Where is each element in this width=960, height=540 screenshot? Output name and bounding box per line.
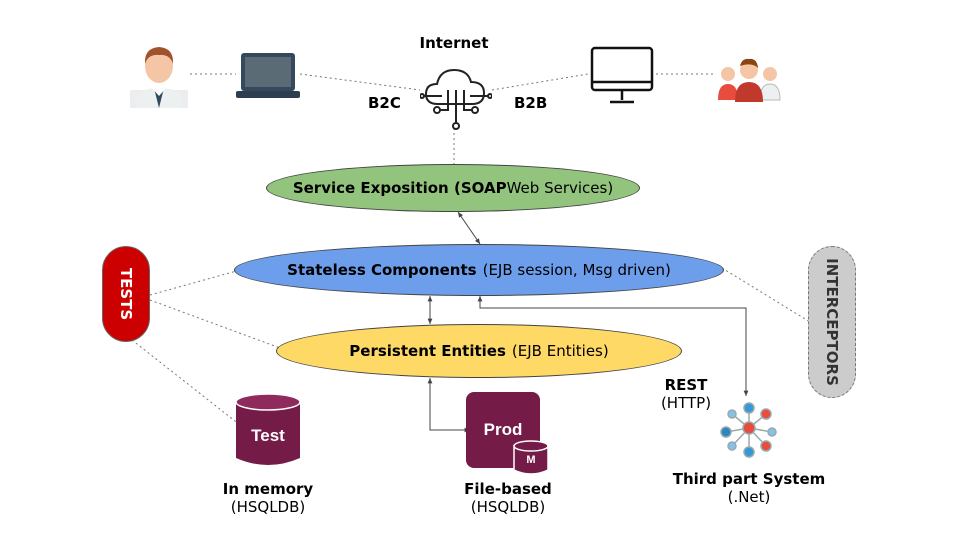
- third-party-title: Third part System: [672, 470, 826, 488]
- stateless-thirdparty-arrow: [477, 296, 749, 396]
- b2c-label: B2C: [368, 94, 401, 112]
- cloud-icon: [419, 60, 493, 132]
- persistent-prod-arrow: [427, 378, 470, 433]
- network-icon: [716, 398, 782, 462]
- tests-pill: TESTS: [102, 246, 150, 342]
- laptop-icon: [236, 52, 300, 100]
- service-soap: SOAP: [460, 179, 507, 197]
- user-icon: [130, 42, 188, 108]
- stateless-detail: (EJB session, Msg driven): [482, 261, 671, 279]
- prod-db-text: Prod: [483, 420, 523, 439]
- file-based-label: File-based (HSQLDB): [440, 480, 576, 516]
- third-party-label: Third part System (.Net): [668, 470, 830, 506]
- tests-stateless-link: [149, 269, 241, 296]
- persistent-detail: (EJB Entities): [511, 342, 609, 360]
- internet-label: Internet: [419, 34, 489, 52]
- service-exposition-layer: Service Exposition (SOAP Web Services): [266, 164, 640, 212]
- rest-label: REST (HTTP): [650, 376, 722, 412]
- service-stateless-arrow: [457, 211, 481, 245]
- test-db-text: Test: [251, 426, 285, 445]
- third-party-subtitle: (.Net): [727, 488, 771, 506]
- mysql-badge-icon: [512, 440, 550, 476]
- persistent-entities-layer: Persistent Entities (EJB Entities): [276, 324, 682, 378]
- service-title: Service Exposition (: [292, 179, 461, 197]
- interceptors-label: INTERCEPTORS: [823, 258, 841, 386]
- prod-badge-text: M: [526, 454, 536, 466]
- stateless-components-layer: Stateless Components (EJB session, Msg dr…: [234, 244, 724, 296]
- in-memory-subtitle: (HSQLDB): [230, 498, 306, 516]
- interceptors-pill: INTERCEPTORS: [808, 246, 856, 398]
- rest-subtitle: (HTTP): [660, 394, 712, 412]
- laptop-cloud-link: [299, 73, 421, 91]
- rest-title: REST: [664, 376, 708, 394]
- b2b-label: B2B: [514, 94, 548, 112]
- interceptors-link: [721, 267, 811, 323]
- persistent-title: Persistent Entities: [349, 342, 506, 360]
- tests-inmemory-link: [131, 339, 241, 426]
- stateless-title: Stateless Components: [287, 261, 477, 279]
- service-rest: Web Services): [506, 179, 614, 197]
- in-memory-label: In memory (HSQLDB): [200, 480, 336, 516]
- tests-persistent-link: [149, 299, 281, 349]
- users-group-icon: [716, 56, 782, 102]
- monitor-icon: [588, 46, 656, 106]
- tests-label: TESTS: [117, 267, 136, 321]
- file-based-subtitle: (HSQLDB): [470, 498, 546, 516]
- cloud-monitor-link: [491, 73, 589, 91]
- in-memory-title: In memory: [222, 480, 314, 498]
- database-icon: [234, 392, 302, 468]
- file-based-title: File-based: [464, 480, 552, 498]
